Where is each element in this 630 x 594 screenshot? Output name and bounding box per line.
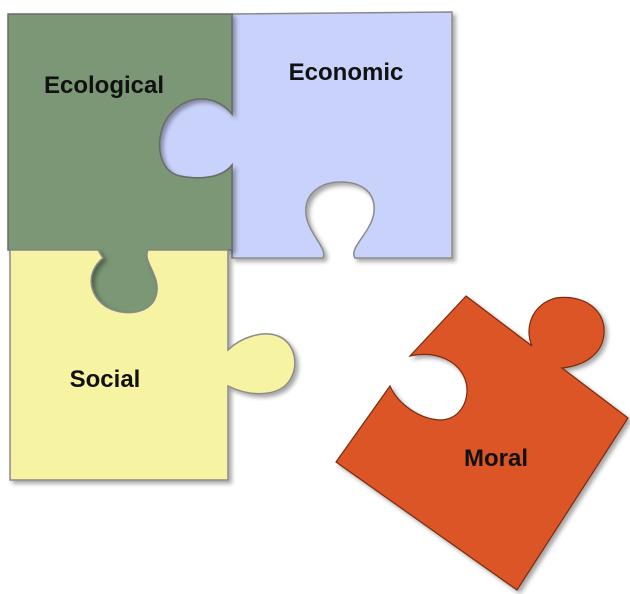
moral-label: Moral: [464, 445, 528, 472]
economic-label: Economic: [289, 59, 404, 86]
social-piece: [9, 249, 296, 481]
social-label: Social: [70, 366, 141, 393]
moral-piece: [335, 295, 629, 591]
ecological-label: Ecological: [44, 72, 164, 99]
